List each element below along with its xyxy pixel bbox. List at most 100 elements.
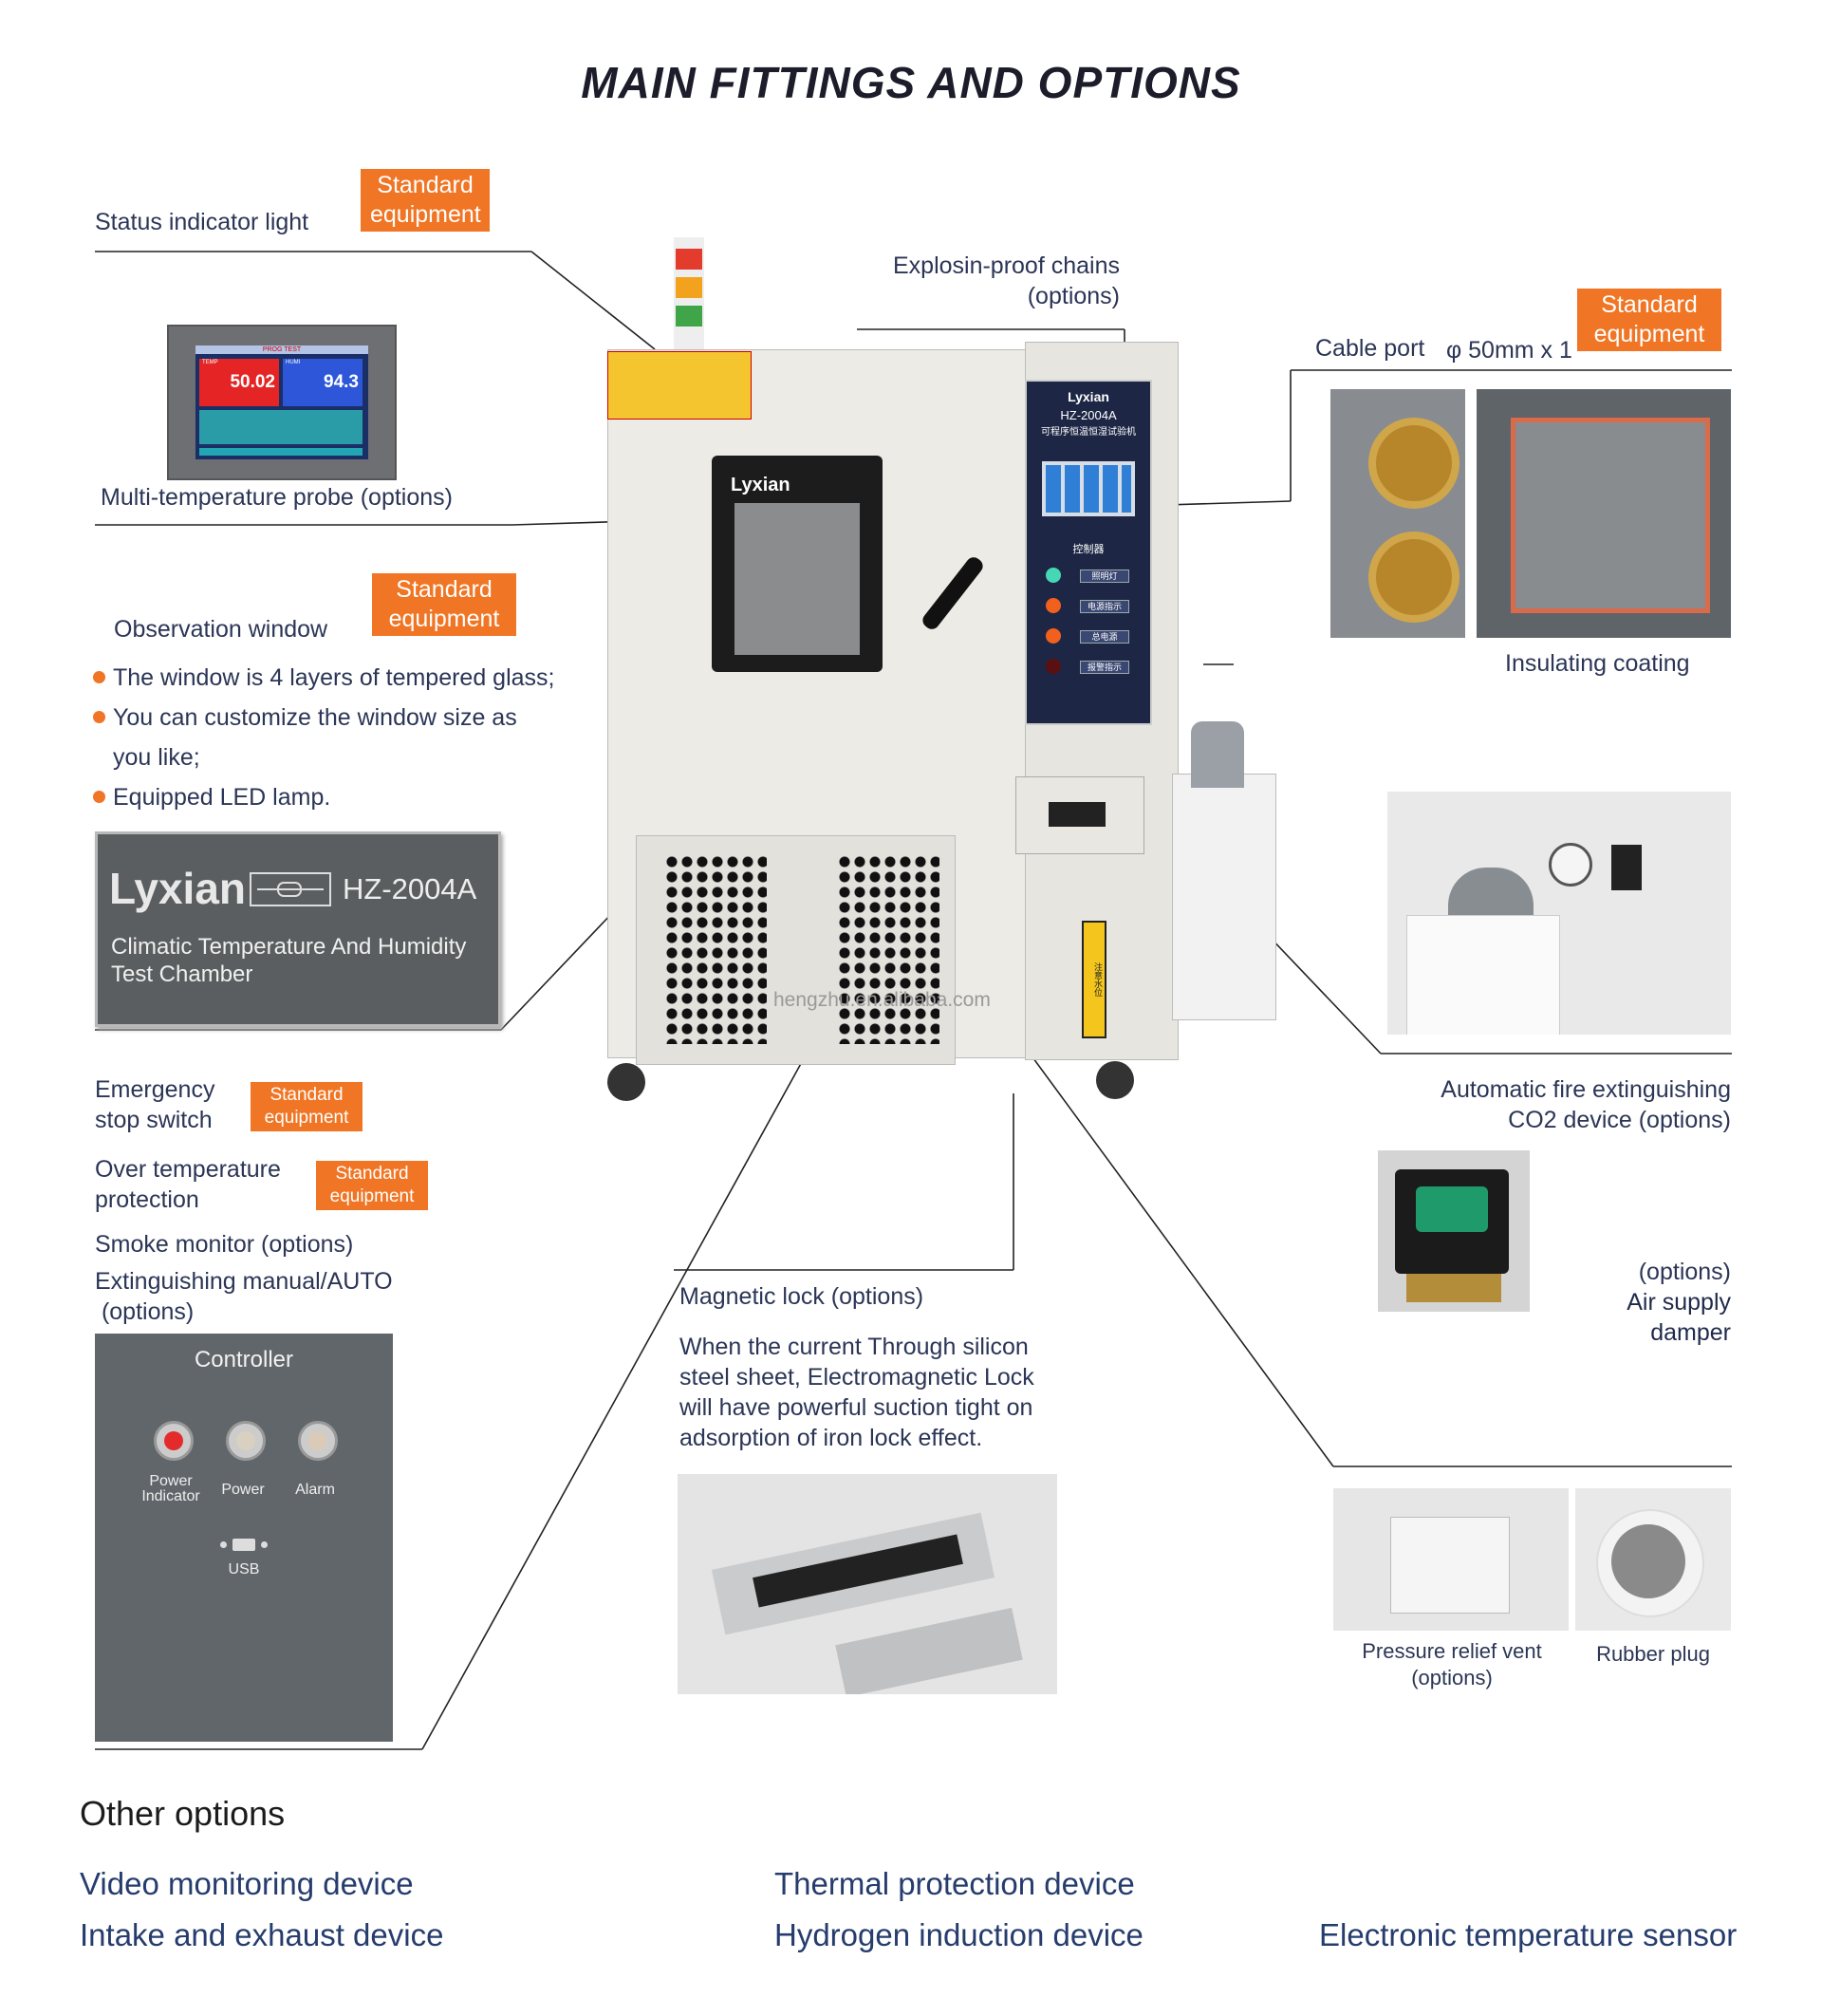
co2-cabinet [1172, 774, 1276, 1020]
watermark: hengzhu.en.alibaba.com [773, 989, 991, 1011]
rubber-plug-label: Rubber plug [1596, 1642, 1710, 1666]
bullet-dot [93, 711, 105, 723]
other-option-item: Intake and exhaust device [80, 1917, 444, 1952]
co2-device-photo [1387, 792, 1731, 1035]
panel-button: 总电源 [1080, 630, 1129, 644]
power-switch-lamp [236, 1431, 255, 1450]
panel-brand: Lyxian [1068, 389, 1109, 404]
extinguishing-label: Extinguishing manual/AUTO (options) [95, 1268, 393, 1325]
smoke-label: Smoke monitor (options) [95, 1231, 354, 1258]
panel-model: HZ-2004A [1060, 408, 1117, 422]
observation-bullet-cont: you like; [113, 744, 200, 771]
wheel-icon [1096, 1061, 1134, 1099]
panel-main-power-icon [1046, 628, 1061, 644]
other-option-item: Thermal protection device [774, 1866, 1135, 1901]
observation-badge: Standard equipment [372, 573, 516, 636]
panel-alarm-icon [1046, 659, 1061, 674]
observation-label: Observation window [114, 616, 328, 643]
observation-bullet: You can customize the window size as [93, 698, 624, 737]
warning-label [607, 351, 752, 420]
cable-port-label: Cable port [1315, 335, 1425, 362]
nameplate-brand: Lyxian [109, 864, 247, 913]
alarm-label: Alarm [295, 1482, 335, 1498]
pressure-relief-label: Pressure relief vent(options) [1362, 1639, 1542, 1689]
power-label: Power [221, 1482, 265, 1498]
rubber-plug-photo [1575, 1488, 1731, 1631]
panel-button: 照明灯 [1080, 569, 1129, 583]
screen-buttons [199, 448, 363, 456]
nameplate: Lyxian HZ-2004A Climatic Temperature And… [95, 831, 501, 1027]
other-option-item: Electronic temperature sensor [1319, 1917, 1738, 1952]
panel-light-icon [1046, 568, 1061, 583]
tower-light-icon [674, 237, 704, 349]
cable-port-photo [1330, 389, 1465, 638]
water-level-gauge: 注意水位 [1082, 921, 1106, 1038]
chain-logo-icon [250, 872, 331, 906]
alarm-lamp [308, 1431, 327, 1450]
status-light-badge: Standard equipment [361, 169, 490, 232]
screen-display: PROG TEST TEMP 50.02 HUMI 94.3 [195, 345, 368, 459]
nameplate-line1: Climatic Temperature And Humidity [111, 934, 467, 960]
chamber-illustration: Lyxian Lyxian HZ-2004A 可程序恒温恒湿试验机 控制器 照明… [569, 228, 1281, 1148]
usb-label: USB [228, 1561, 260, 1577]
cable-port-spec: φ 50mm x 1 [1446, 337, 1572, 364]
chains-label: Explosin-proof chains(options) [892, 252, 1120, 309]
power-switch-icon [226, 1421, 266, 1461]
nameplate-line2: Test Chamber [111, 961, 253, 987]
screen-header: PROG TEST [195, 345, 368, 354]
power-indicator-lamp [164, 1431, 183, 1450]
humi-value: 94.3 [324, 372, 359, 392]
humi-panel: HUMI 94.3 [283, 359, 363, 406]
alarm-icon [298, 1421, 338, 1461]
maglock-photo [678, 1474, 1057, 1694]
panel-power-icon [1046, 598, 1061, 613]
damper-label: (options)Air supply damper [1627, 1259, 1731, 1346]
vent-grill-left [664, 854, 767, 1044]
other-option-item: Hydrogen induction device [774, 1917, 1143, 1952]
air-damper-photo [1378, 1150, 1530, 1312]
panel-touchscreen [1042, 461, 1135, 516]
bullet-dot [93, 791, 105, 803]
observation-bullet: Equipped LED lamp. [93, 777, 624, 817]
co2-cylinder-icon [1191, 721, 1244, 788]
panel-title: 控制器 [1072, 544, 1105, 555]
window-glass [734, 503, 860, 655]
control-panel: Lyxian HZ-2004A 可程序恒温恒湿试验机 控制器 照明灯 电源指示 … [1025, 380, 1152, 725]
panel-button: 电源指示 [1080, 600, 1129, 613]
overtemp-badge: Standard equipment [316, 1161, 428, 1210]
bullet-dot [93, 671, 105, 683]
vent-grill-right [837, 854, 939, 1044]
controller-screen-photo: PROG TEST TEMP 50.02 HUMI 94.3 [167, 325, 397, 480]
observation-bullets: The window is 4 layers of tempered glass… [93, 658, 624, 817]
temp-panel: TEMP 50.02 [199, 359, 279, 406]
pressure-relief-photo [1333, 1488, 1569, 1631]
maglock-label: Magnetic lock (options) [679, 1283, 924, 1310]
wheel-icon [607, 1063, 645, 1101]
emergency-badge: Standard equipment [251, 1082, 363, 1131]
status-light-label: Status indicator light [95, 209, 309, 235]
observation-window: Lyxian [712, 456, 883, 672]
probe-label: Multi-temperature probe (options) [101, 484, 453, 511]
usb-port-icon [220, 1539, 268, 1552]
power-indicator-icon [154, 1421, 194, 1461]
page-title: MAIN FITTINGS AND OPTIONS [581, 58, 1241, 107]
insulating-label: Insulating coating [1505, 650, 1690, 677]
screen-status-bar [199, 410, 363, 444]
cable-port-badge: Standard equipment [1577, 289, 1721, 351]
nameplate-model: HZ-2004A [343, 872, 477, 905]
window-brand: Lyxian [731, 475, 790, 495]
other-options-title: Other options [80, 1794, 286, 1833]
panel-subtitle: 可程序恒温恒湿试验机 [1041, 427, 1136, 438]
inner-chamber-photo [1477, 389, 1731, 638]
side-drawer [1015, 776, 1144, 854]
temp-value: 50.02 [230, 372, 275, 392]
panel-button: 报警指示 [1080, 661, 1129, 674]
controller-title: Controller [194, 1347, 294, 1372]
observation-bullet: The window is 4 layers of tempered glass… [93, 658, 624, 698]
